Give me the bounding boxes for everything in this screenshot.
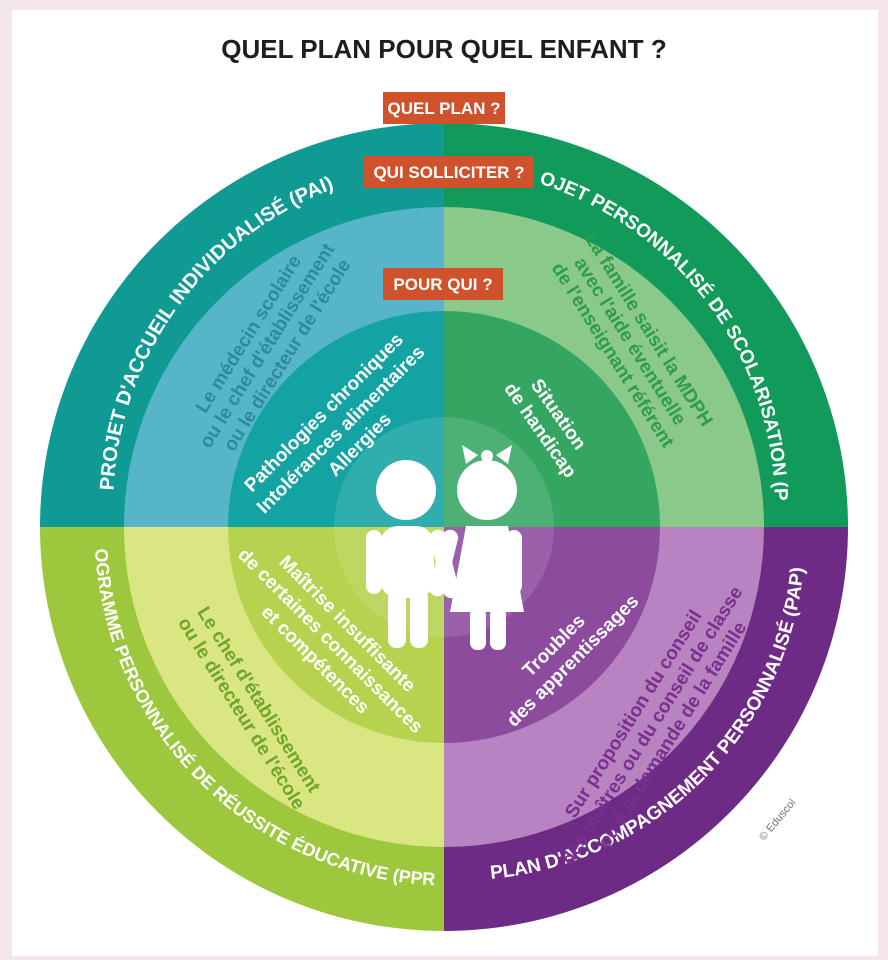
tag-qui-solliciter-text: QUI SOLLICITER ?: [373, 163, 524, 182]
tag-qui-solliciter: QUI SOLLICITER ?: [364, 156, 534, 188]
tag-pour-qui-text: POUR QUI ?: [393, 275, 492, 294]
tag-quel-plan: QUEL PLAN ?: [383, 92, 505, 124]
tag-pour-qui: POUR QUI ?: [383, 268, 503, 300]
credit: © Eduscol: [757, 797, 799, 843]
tag-quel-plan-text: QUEL PLAN ?: [387, 99, 500, 118]
credit-text: © Eduscol: [757, 797, 799, 843]
page-title: QUEL PLAN POUR QUEL ENFANT ?: [221, 34, 666, 64]
children-icon: [366, 445, 524, 650]
